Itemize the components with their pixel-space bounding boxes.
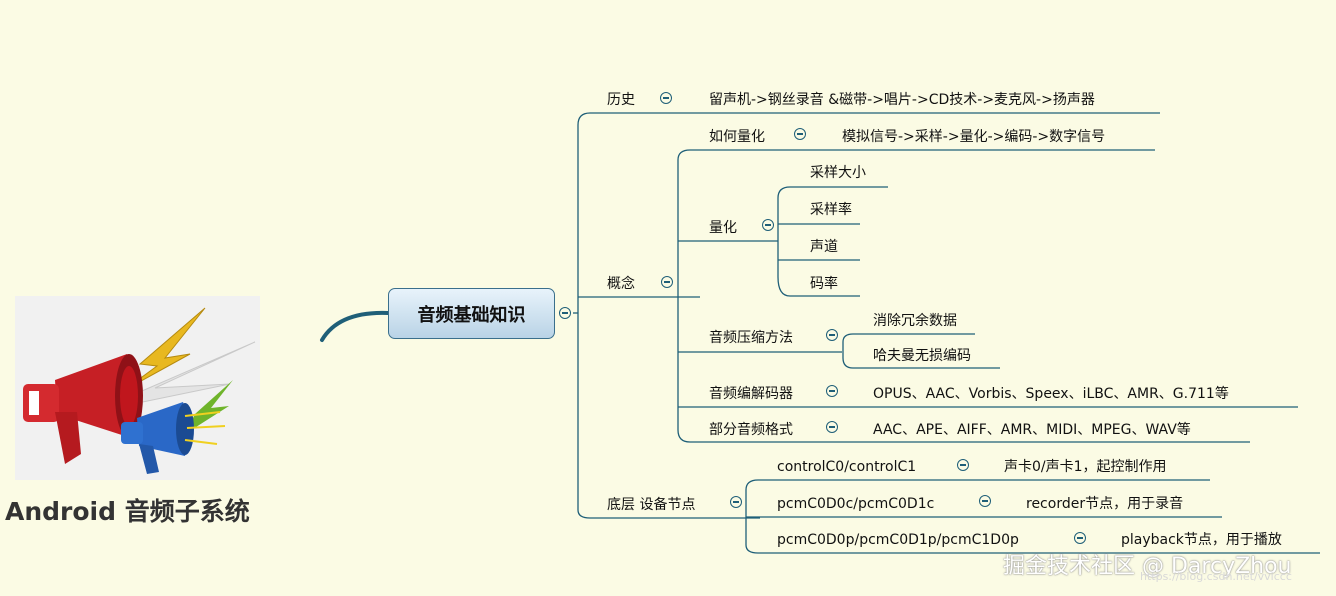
concept-node[interactable]: 概念 — [607, 276, 635, 292]
device-capture-collapse-icon[interactable] — [979, 495, 991, 507]
concept-collapse-icon[interactable] — [661, 276, 673, 288]
device-control-collapse-icon[interactable] — [957, 459, 969, 471]
codec-collapse-icon[interactable] — [826, 385, 838, 397]
device-node-playback[interactable]: pcmC0D0p/pcmC0D1p/pcmC1D0p — [777, 532, 1019, 548]
device-collapse-icon[interactable] — [730, 496, 742, 508]
watermark-url: https://blog.csdn.net/vviccc — [1140, 570, 1292, 583]
device-playback-collapse-icon[interactable] — [1074, 532, 1086, 544]
device-playback-detail[interactable]: playback节点，用于播放 — [1121, 532, 1282, 548]
device-capture-detail[interactable]: recorder节点，用于录音 — [1026, 496, 1184, 512]
compression-collapse-icon[interactable] — [826, 329, 838, 341]
megaphone-logo-image — [15, 296, 260, 480]
device-node[interactable]: 底层 设备节点 — [607, 497, 696, 513]
megaphone-icon — [23, 307, 256, 474]
codec-node[interactable]: 音频编解码器 — [709, 386, 793, 402]
quantize-item-channel[interactable]: 声道 — [810, 239, 838, 255]
watermark-text: 掘金技术社区 @ DarcyZhou — [1003, 554, 1292, 579]
logo-title: Android 音频子系统 — [5, 497, 250, 526]
compression-item-redundancy[interactable]: 消除冗余数据 — [873, 313, 957, 329]
root-node[interactable]: 音频基础知识 — [388, 288, 555, 339]
quantize-collapse-icon[interactable] — [762, 219, 774, 231]
history-collapse-icon[interactable] — [660, 92, 672, 104]
how-quantize-detail[interactable]: 模拟信号->采样->量化->编码->数字信号 — [842, 129, 1106, 145]
how-quantize-node[interactable]: 如何量化 — [709, 129, 765, 145]
device-control-detail[interactable]: 声卡0/声卡1，起控制作用 — [1004, 459, 1167, 475]
quantize-item-bitrate[interactable]: 码率 — [810, 276, 838, 292]
quantize-item-sample-size[interactable]: 采样大小 — [810, 165, 866, 181]
how-quantize-collapse-icon[interactable] — [794, 128, 806, 140]
root-node-label: 音频基础知识 — [417, 304, 526, 326]
device-node-capture[interactable]: pcmC0D0c/pcmC0D1c — [777, 496, 935, 512]
compression-node[interactable]: 音频压缩方法 — [709, 330, 793, 346]
formats-detail[interactable]: AAC、APE、AIFF、AMR、MIDI、MPEG、WAV等 — [873, 422, 1191, 438]
history-detail[interactable]: 留声机->钢丝录音 &磁带->唱片->CD技术->麦克风->扬声器 — [709, 92, 1095, 108]
quantize-node[interactable]: 量化 — [709, 220, 737, 236]
quantize-item-sample-rate[interactable]: 采样率 — [810, 202, 852, 218]
root-collapse-icon[interactable] — [559, 307, 571, 319]
formats-collapse-icon[interactable] — [826, 421, 838, 433]
history-node[interactable]: 历史 — [607, 92, 635, 108]
compression-item-huffman[interactable]: 哈夫曼无损编码 — [873, 348, 971, 364]
codec-detail[interactable]: OPUS、AAC、Vorbis、Speex、iLBC、AMR、G.711等 — [873, 386, 1229, 402]
formats-node[interactable]: 部分音频格式 — [709, 422, 793, 438]
device-node-control[interactable]: controlC0/controlC1 — [777, 459, 917, 475]
